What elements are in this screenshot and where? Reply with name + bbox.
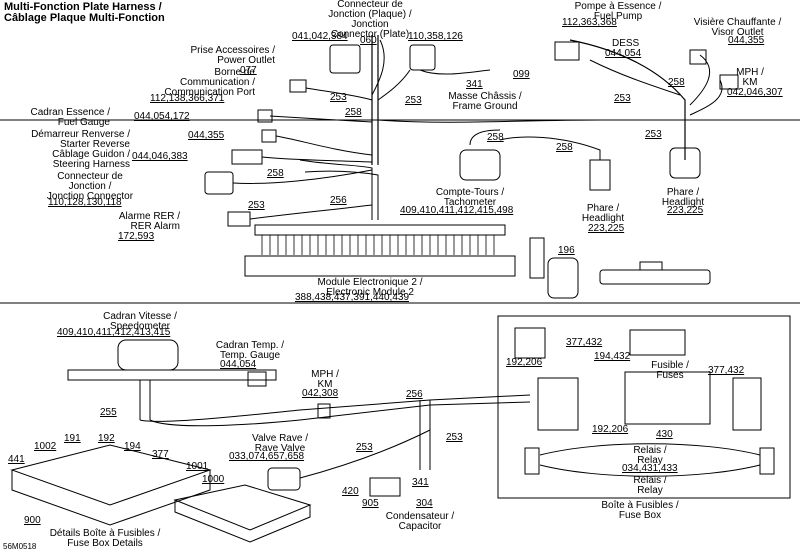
part-number: 388,438,437,391,440,439	[295, 292, 409, 303]
part-number: 044,054	[220, 359, 257, 370]
part-number: 112,363,368	[562, 17, 617, 28]
part-number: 253	[645, 129, 662, 140]
part-number: 041,042,384	[292, 31, 348, 42]
part-number: 409,410,411,412,415,498	[400, 205, 514, 216]
part-number: 077	[240, 65, 257, 76]
part-number: 253	[248, 200, 265, 211]
part-number: 042,046,307	[727, 87, 783, 98]
figure-code: 56M0518	[3, 542, 37, 551]
fuse-box-details-label: Détails Boîte à Fusibles /Fuse Box Detai…	[49, 528, 161, 549]
part-number: 044,054	[605, 48, 642, 59]
part-number: 258	[556, 142, 573, 153]
part-number: 253	[614, 93, 631, 104]
fuses-label: Fusible /Fuses	[651, 360, 689, 381]
part-number: 044,054,172	[134, 111, 190, 122]
relay-label-top: Relais /Relay	[633, 445, 667, 466]
title-line-2: Câblage Plaque Multi-Fonction	[4, 12, 165, 24]
part-number: 172,593	[118, 231, 155, 242]
part-number: 223,225	[588, 223, 625, 234]
fuel-gauge-label: Cadran Essence /Fuel Gauge	[30, 107, 111, 128]
part-number: 341	[412, 477, 429, 488]
part-number: 192,206	[592, 424, 629, 435]
part-number: 341	[466, 79, 483, 90]
part-number: 112,138,366,371	[150, 93, 225, 104]
part-number: 900	[24, 515, 41, 526]
part-number: 377	[152, 449, 169, 460]
part-number: 256	[330, 195, 347, 206]
fuse-box-label: Boîte à Fusibles /Fuse Box	[601, 500, 679, 521]
part-number: 044,355	[188, 130, 225, 141]
part-number: 044,046,383	[132, 151, 188, 162]
part-number: 420	[342, 486, 359, 497]
part-number: 258	[668, 77, 685, 88]
headlight-right-label: Phare /Headlight	[661, 187, 705, 208]
visor-outlet-label: Visière Chauffante /Visor Outlet	[693, 17, 782, 38]
electronic-module-label: Module Electronique 2 /Electronic Module…	[317, 277, 423, 298]
part-number: 253	[446, 432, 463, 443]
part-number: 223,225	[667, 205, 704, 216]
mph-km-label-mid: MPH /KM	[311, 369, 339, 390]
part-number: 304	[416, 498, 433, 509]
tachometer-label: Compte-Tours /Tachometer	[435, 187, 505, 208]
part-number: 258	[267, 168, 284, 179]
part-number: 194,432	[594, 351, 631, 362]
part-number: 044,355	[728, 35, 765, 46]
fuel-pump-label: Pompe à Essence /Fuel Pump	[574, 1, 662, 22]
part-number: 192,206	[506, 357, 543, 368]
part-number: 905	[362, 498, 379, 509]
part-number: 430	[656, 429, 673, 440]
mph-km-label: MPH /KM	[736, 67, 764, 88]
part-number: 255	[100, 407, 117, 418]
part-number: 253	[330, 92, 347, 103]
starter-reverse-label: Démarreur Renverse /Starter Reverse	[31, 129, 130, 150]
part-number: 377,432	[708, 365, 745, 376]
dess-label: DESS	[612, 38, 640, 49]
part-number: 191	[64, 433, 81, 444]
part-number: 253	[405, 95, 422, 106]
rave-valve-label: Valve Rave /Rave Valve	[252, 433, 308, 454]
part-number: 1001	[186, 461, 209, 472]
frame-ground-label: Masse Châssis /Frame Ground	[448, 91, 522, 112]
rer-alarm-label: Alarme RER /RER Alarm	[118, 211, 180, 232]
part-number: 060	[360, 35, 377, 46]
part-number: 409,410,411,412,413,415	[57, 327, 171, 338]
part-number: 110,128,130,118	[48, 197, 122, 208]
temp-gauge-label: Cadran Temp. /Temp. Gauge	[215, 340, 285, 361]
part-number: 441	[8, 454, 25, 465]
part-number: 110,358,126	[408, 31, 463, 42]
headlight-left-label: Phare /Headlight	[581, 203, 625, 224]
part-number: 256	[406, 389, 423, 400]
part-number: 1002	[34, 441, 57, 452]
speedometer-label: Cadran Vitesse /Speedometer	[103, 311, 177, 332]
part-number: 099	[513, 69, 530, 80]
part-number: 377,432	[566, 337, 603, 348]
part-number: 033,074,657,658	[229, 451, 305, 462]
steering-harness-label: Câblage Guidon /Steering Harness	[52, 149, 130, 170]
part-number: 1000	[202, 474, 225, 485]
part-number: 258	[345, 107, 362, 118]
capacitor-label: Condensateur /Capacitor	[385, 511, 455, 532]
part-number: 042,308	[302, 388, 339, 399]
part-number: 196	[558, 245, 575, 256]
part-number: 194	[124, 441, 141, 452]
part-number: 034,431,433	[622, 463, 678, 474]
part-number: 253	[356, 442, 373, 453]
relay-label-bottom: Relais /Relay	[633, 475, 667, 496]
title-line-1: Multi-Fonction Plate Harness /	[4, 1, 162, 13]
part-number: 192	[98, 433, 115, 444]
part-number: 258	[487, 132, 504, 143]
power-outlet-label: Prise Accessoires /Power Outlet	[190, 45, 275, 66]
